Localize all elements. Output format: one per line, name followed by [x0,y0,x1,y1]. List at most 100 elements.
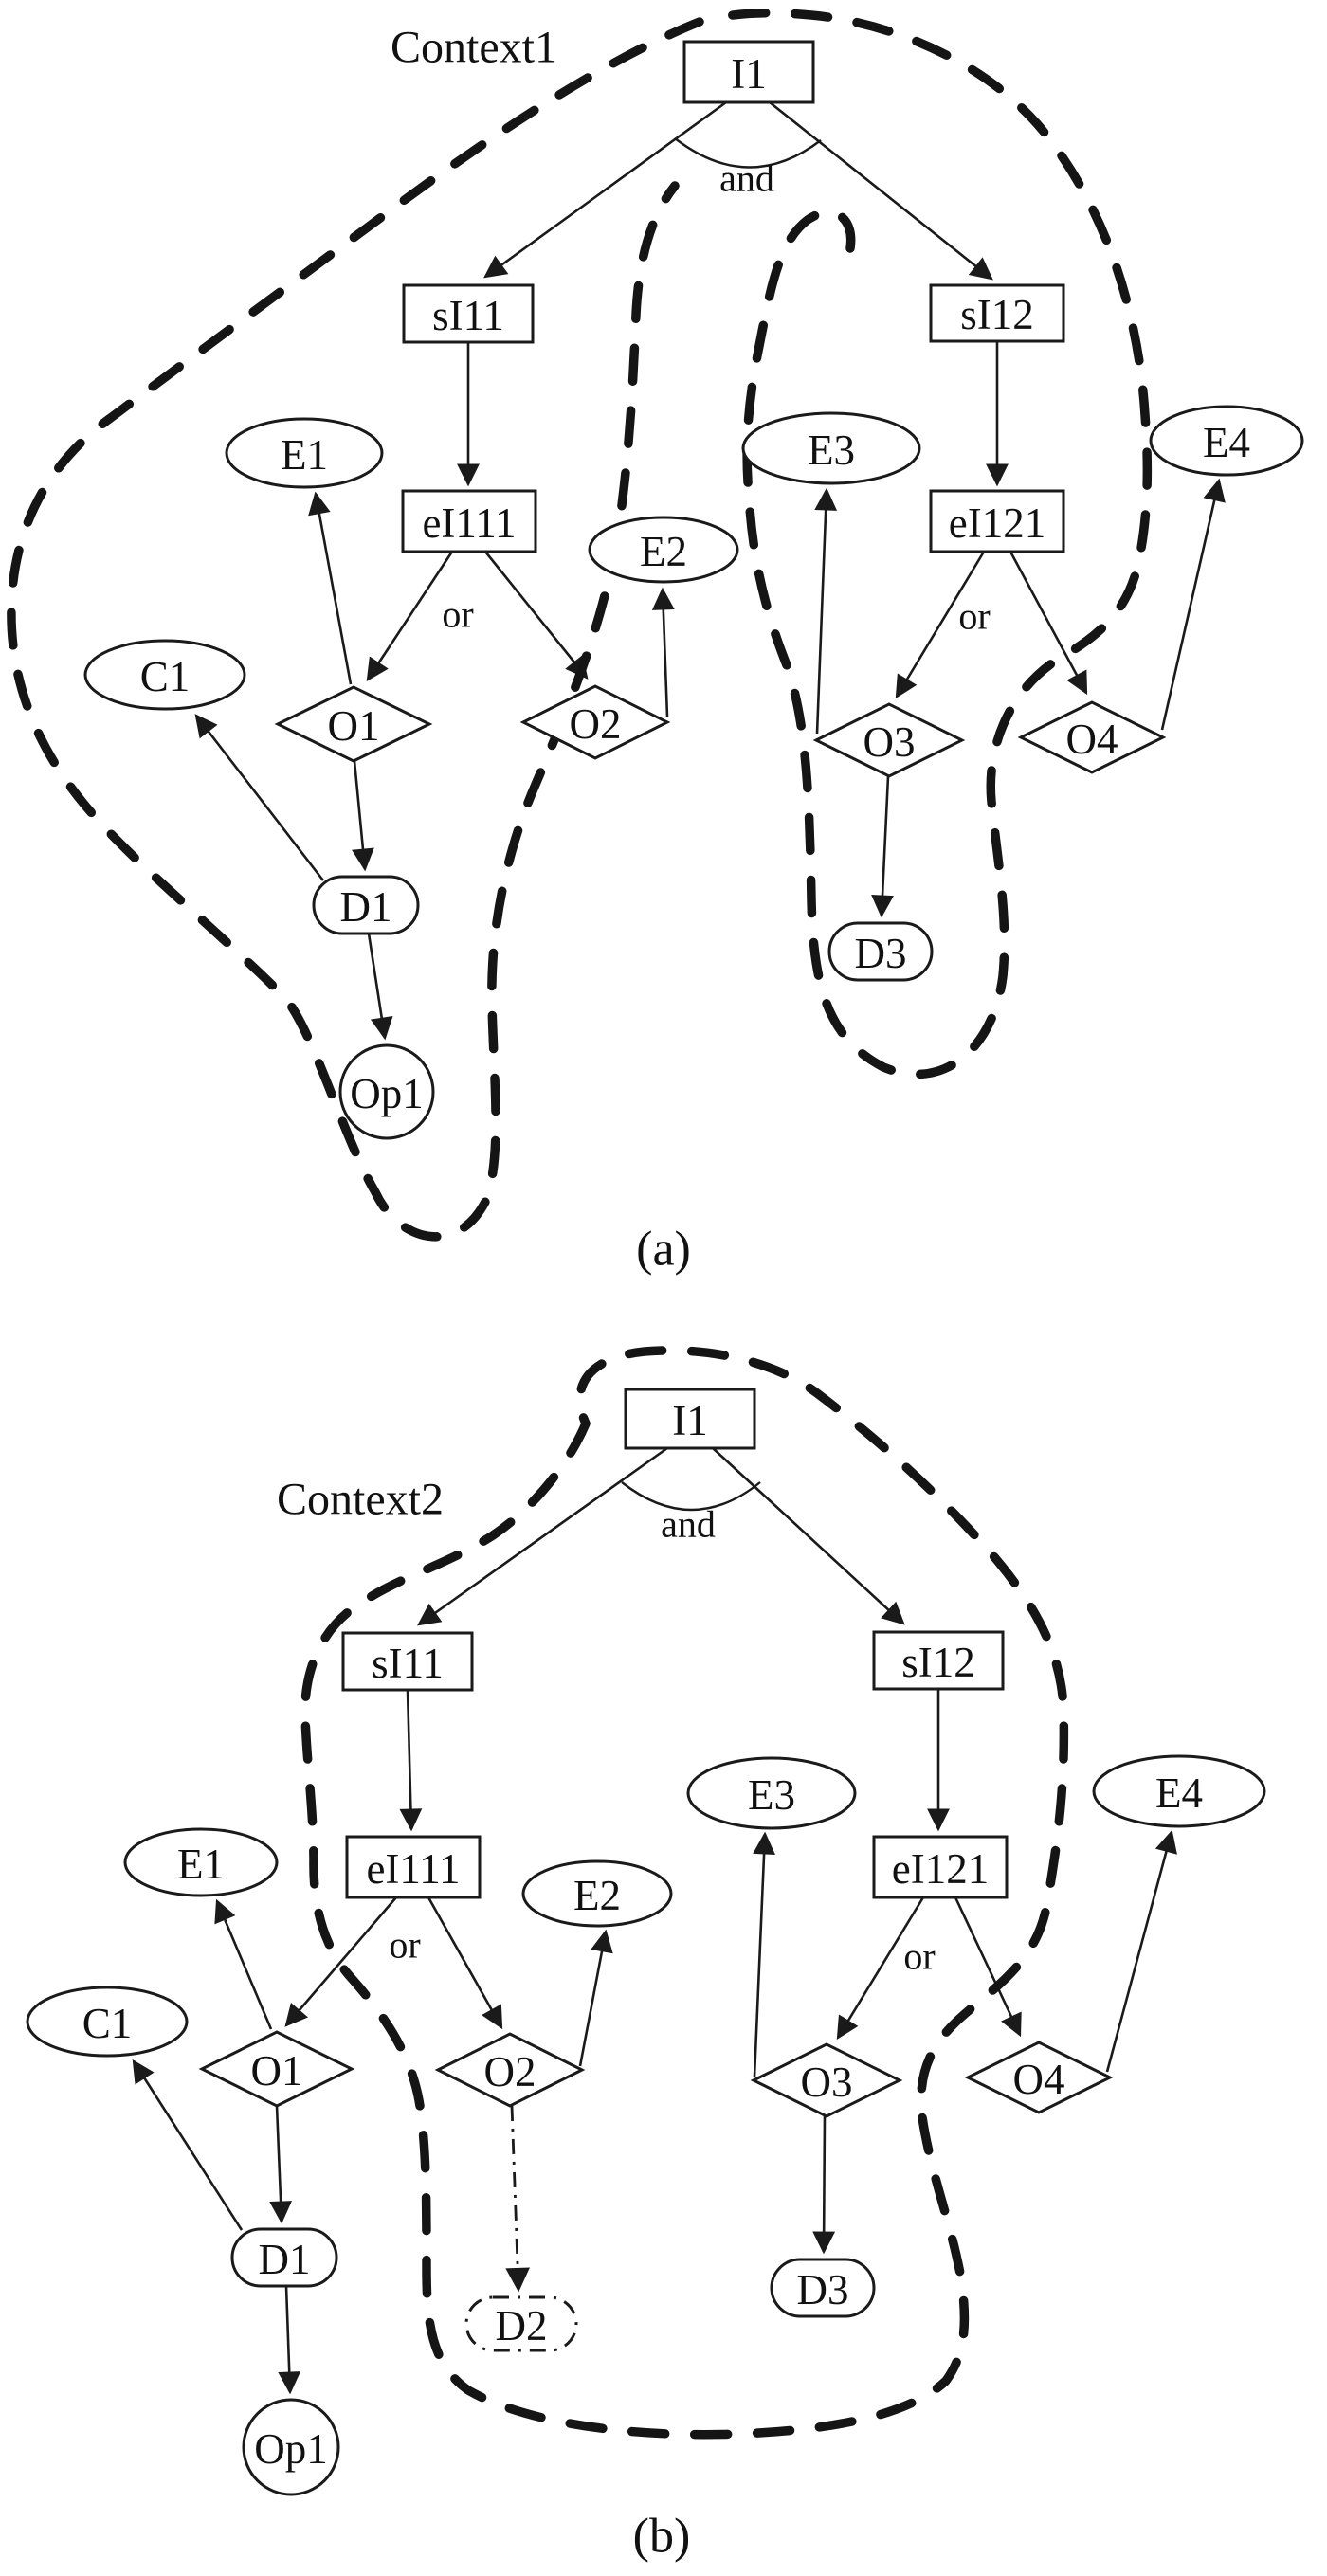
edge-b-O1-D1 [269,2105,293,2224]
node-label: sI12 [901,1639,975,1686]
edge-a-O3-E3 [814,487,838,735]
node-a-E3: E3 [741,411,921,485]
node-label: I1 [672,1397,708,1444]
edge-a-D1-Op1 [367,933,393,1041]
node-label: D3 [797,2266,849,2313]
node-label: O3 [863,718,916,766]
condition-ellipse [83,639,246,711]
edge-b-O2-E2 [578,1929,613,2067]
node-label: sI11 [432,292,504,339]
node-a-eI111: eI111 [401,489,537,553]
node-a-D1: D1 [312,875,420,935]
node-label: O4 [1066,716,1118,763]
context2-label: Context2 [277,1475,444,1525]
panel-a-edges [194,100,1226,1041]
caption-a: (a) [636,1223,691,1277]
node-label: sI11 [372,1640,444,1687]
node-b-E2: E2 [521,1859,673,1928]
task-box [872,1835,1009,1899]
node-b-C1: C1 [26,1986,189,2058]
task-box [345,1835,482,1899]
or-label-a-right: or [958,595,990,638]
effect-ellipse [225,417,384,489]
node-label: E1 [281,431,328,479]
node-b-O4: O4 [964,2041,1114,2114]
effect-ellipse [686,1756,857,1830]
and-gate-arc-a [674,137,822,169]
option-diamond [519,684,671,760]
context1-boundary-left [7,17,704,1242]
condition-ellipse [26,1986,189,2058]
node-label: E1 [177,1841,225,1888]
or-label-b-left: or [389,1924,420,1967]
node-b-sI12: sI12 [872,1630,1005,1691]
node-b-E3: E3 [686,1756,857,1830]
context2-boundary [300,1346,1069,2440]
effect-ellipse [521,1859,673,1928]
effect-ellipse [588,516,739,584]
node-label: Op1 [254,2425,328,2473]
node-label: D3 [855,930,907,977]
task-box [682,40,815,104]
node-a-O3: O3 [812,702,966,778]
and-label-b: and [661,1503,716,1546]
edge-a-eI111-O2 [483,551,589,680]
edge-a-D1-C1 [194,714,325,881]
node-label: eI111 [422,499,516,547]
node-b-E1: E1 [123,1827,279,1897]
option-diamond [750,2042,903,2118]
task-box [872,1630,1005,1691]
option-diamond [274,685,433,763]
node-b-D2: D2 [464,2295,578,2352]
node-b-O3: O3 [750,2042,903,2118]
node-a-sI12: sI12 [929,283,1065,343]
task-box [624,1388,756,1450]
node-label: D1 [259,2236,311,2283]
node-b-O1: O1 [198,2030,355,2108]
node-label: D2 [496,2302,548,2349]
node-label: E2 [640,528,687,575]
node-b-D1: D1 [230,2227,338,2288]
edge-b-O2-D2-tentative [505,2105,530,2293]
effect-ellipse [1149,405,1304,477]
decision-pill [230,2227,338,2288]
edge-b-O4-E4 [1105,1829,1177,2073]
node-a-O2: O2 [519,684,671,760]
edge-a-O1-D1 [352,760,374,872]
node-a-Op1: Op1 [338,1043,435,1140]
node-label: E3 [808,426,855,474]
node-b-eI111: eI111 [345,1835,482,1899]
node-label: eI111 [366,1845,460,1893]
option-diamond [434,2032,586,2108]
node-label: O4 [1013,2056,1065,2103]
and-gate-arc-b [621,1481,761,1512]
node-a-E1: E1 [225,417,384,489]
edge-a-I1-sI12 [769,100,993,281]
node-a-E4: E4 [1149,405,1304,477]
node-label: E2 [573,1872,621,1919]
node-a-O4: O4 [1017,700,1167,774]
decision-pill-tentative [464,2295,578,2352]
node-b-D3: D3 [770,2258,876,2318]
task-box [929,283,1065,343]
edge-b-D1-C1 [132,2059,244,2231]
edge-a-eI121-O3 [895,551,986,699]
edge-b-D1-Op1 [278,2285,301,2395]
node-label: O2 [484,2048,536,2095]
node-label: O2 [570,700,622,748]
node-label: Op1 [350,1070,424,1117]
edge-b-O3-E3 [753,1831,775,2077]
option-diamond [1017,700,1167,774]
edge-a-I1-sI11 [483,100,727,279]
node-a-eI121: eI121 [929,489,1065,553]
node-label: O1 [328,702,380,750]
panel-a: Context1 and or or I1 sI11 sI12 eI111 eI… [7,8,1304,1277]
decision-pill [312,875,420,935]
edge-a-O2-E2 [651,587,675,717]
or-label-a-left: or [442,593,473,636]
edge-b-O3-D3 [812,2115,836,2255]
node-label: D1 [340,883,392,931]
node-b-eI121: eI121 [872,1835,1009,1899]
edge-a-O1-E1 [308,491,353,685]
